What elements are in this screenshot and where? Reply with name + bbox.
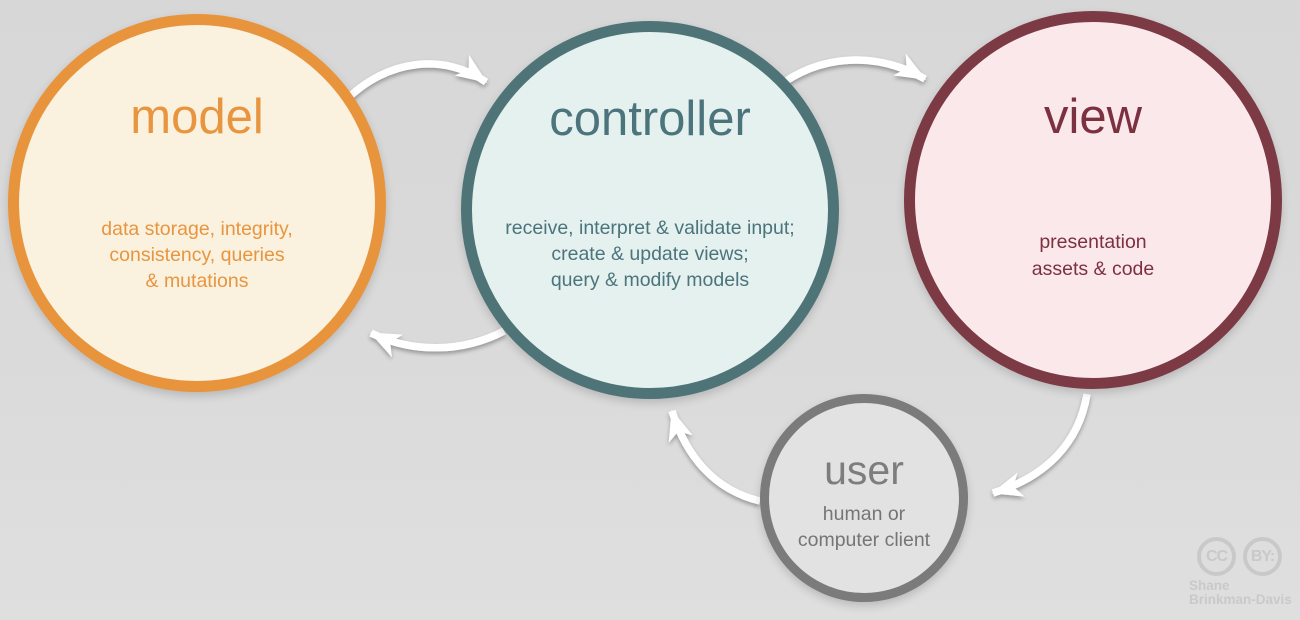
user-node: user human or computer client (760, 394, 968, 602)
cc-license-badge: CC BY: Shane Brinkman-Davis (1188, 537, 1300, 607)
license-attribution: Shane Brinkman-Davis (1189, 578, 1292, 607)
arrow-controller-to-model (369, 327, 506, 358)
model-node-title: model (130, 90, 264, 144)
view-node: view presentation assets & code (904, 11, 1282, 389)
arrow-view-to-user (991, 393, 1091, 497)
user-node-title: user (824, 447, 904, 493)
user-node-description: human or computer client (797, 503, 931, 551)
cc-license-icons: CC BY: (1188, 537, 1300, 576)
controller-node: controller receive, interpret & validate… (461, 21, 839, 399)
arrow-user-to-controller (668, 409, 761, 505)
controller-node-title: controller (549, 92, 751, 146)
cc-icon: CC (1197, 537, 1236, 576)
view-node-title: view (1043, 90, 1143, 144)
controller-node-description: receive, interpret & validate input; cre… (505, 217, 795, 291)
cc-by-icon: BY: (1243, 537, 1282, 576)
arrow-controller-to-view (773, 53, 927, 91)
view-node-description: presentation assets & code (1031, 231, 1155, 280)
model-node: model data storage, integrity, consisten… (8, 14, 386, 392)
model-node-description: data storage, integrity, consistency, qu… (101, 218, 293, 292)
